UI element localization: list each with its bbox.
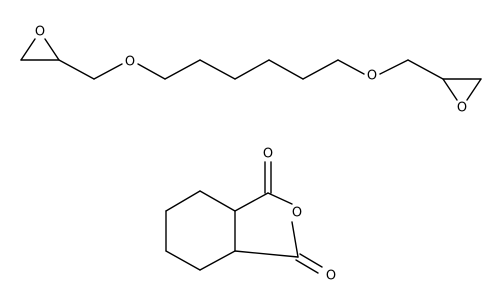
bond — [267, 192, 293, 205]
bond — [199, 250, 236, 271]
atom-oxygen-label: O — [292, 206, 302, 221]
bond — [407, 59, 444, 80]
bond — [199, 59, 236, 80]
carbonyl-bottom — [295, 253, 323, 274]
bond — [165, 250, 201, 271]
carbonyl-top — [264, 161, 272, 194]
bond — [234, 59, 270, 80]
atom-oxygen-label: O — [35, 25, 45, 40]
bond — [466, 78, 482, 101]
bond — [165, 190, 201, 212]
epoxide-ring-left — [20, 38, 60, 61]
bond — [58, 59, 95, 80]
atom-oxygen-label: O — [125, 55, 135, 70]
atom-oxygen-label: O — [326, 269, 336, 284]
molecule-diglycidyl-ether: O O O O — [20, 25, 482, 116]
bond — [302, 59, 339, 80]
bond — [291, 221, 299, 258]
bond — [93, 63, 123, 80]
bond — [164, 59, 201, 80]
cyclohexane-ring — [165, 190, 236, 271]
bond — [379, 59, 409, 75]
epoxide-ring-right — [442, 78, 482, 101]
atom-oxygen-label: O — [457, 101, 467, 116]
atom-oxygen-label: O — [263, 147, 273, 162]
atom-oxygen-label: O — [367, 69, 377, 84]
molecule-hexahydrophthalic-anhydride: O O O — [165, 147, 336, 284]
bond — [44, 38, 60, 61]
bond — [442, 78, 458, 101]
bond — [234, 250, 299, 258]
bond — [137, 63, 166, 80]
bond — [295, 259, 319, 274]
bond — [268, 59, 304, 80]
bond — [199, 190, 236, 212]
bond — [234, 192, 269, 212]
bond — [20, 38, 36, 61]
anhydride-ring — [234, 192, 299, 258]
bond — [337, 59, 365, 75]
bond — [299, 253, 323, 268]
